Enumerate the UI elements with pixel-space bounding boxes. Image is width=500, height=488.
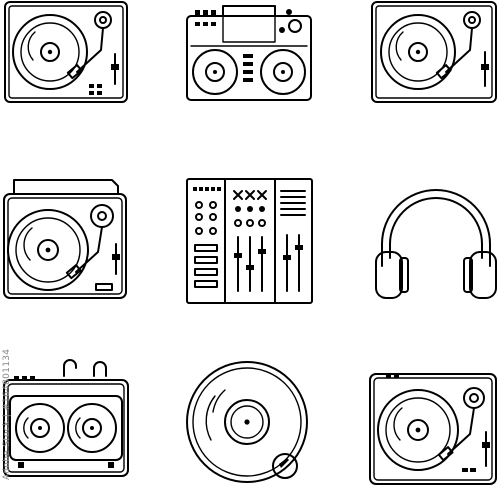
retro-turntable-icon <box>3 179 127 299</box>
dual-cassette-player-icon <box>3 359 129 477</box>
turntable-icon <box>371 1 497 103</box>
audio-mixer-icon <box>186 178 313 304</box>
headphones-icon <box>375 189 497 299</box>
stock-watermark-id: Adobe Stock | #164801134 <box>2 348 12 480</box>
boombox-icon <box>186 5 312 101</box>
turntable-icon <box>369 373 497 485</box>
vinyl-record-icon <box>186 361 308 483</box>
turntable-icon <box>4 1 128 103</box>
